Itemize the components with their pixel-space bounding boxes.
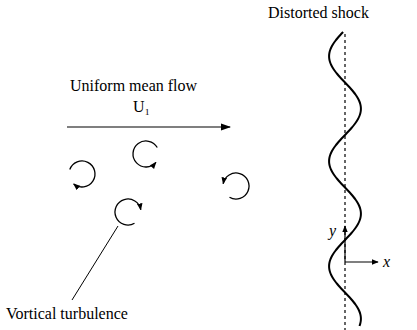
velocity-symbol: U₁ (133, 98, 150, 116)
distorted-shock (329, 32, 361, 326)
vortex-symbol (70, 161, 95, 187)
leader-line (72, 226, 118, 300)
x-axis-arrow (345, 261, 378, 262)
vortex-symbol (223, 173, 249, 199)
vortex-group (70, 141, 249, 225)
turbulence-label: Vortical turbulence (6, 305, 128, 323)
flow-arrow (67, 126, 230, 127)
figure-title: Distorted shock (268, 4, 369, 22)
y-axis-arrow (344, 226, 345, 262)
vortex-symbol (115, 199, 141, 225)
flow-label: Uniform mean flow (70, 77, 197, 95)
axis-label: x (383, 253, 390, 271)
mean-shock-line (344, 34, 345, 330)
axis-label: y (329, 222, 336, 240)
vortex-symbol (133, 141, 157, 167)
